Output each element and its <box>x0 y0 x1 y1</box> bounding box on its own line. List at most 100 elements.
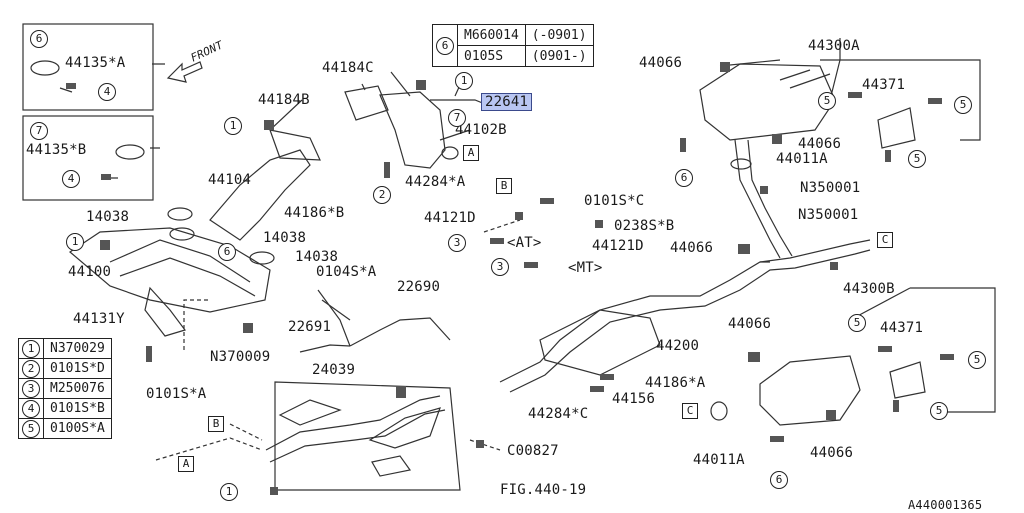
part-44066[interactable]: 44066 <box>670 240 714 256</box>
inset-6-part-label[interactable]: 44135*A <box>65 55 126 71</box>
code-table-range: (-0901) <box>524 24 594 46</box>
part-44066[interactable]: 44066 <box>810 445 854 461</box>
code-table-num: 6 <box>436 36 454 55</box>
figure-reference[interactable]: FIG.440-19 <box>500 482 587 498</box>
connector-B: B <box>496 178 512 194</box>
part-44371[interactable]: 44371 <box>880 320 924 336</box>
part-44200[interactable]: 44200 <box>656 338 700 354</box>
drawing-id: A440001365 <box>908 498 983 512</box>
connector-B: B <box>208 416 224 432</box>
part-44284C[interactable]: 44284*C <box>528 406 589 422</box>
highlighted-part-22641[interactable]: 22641 <box>481 93 533 111</box>
part-0101S-A[interactable]: 0101S*A <box>146 386 207 402</box>
part-44121D[interactable]: 44121D <box>424 210 476 226</box>
legend-code[interactable]: N370029 <box>43 338 112 359</box>
code-table-range: (0901-) <box>524 45 594 67</box>
ref-circle-5: 5 <box>968 351 986 369</box>
part-14038[interactable]: 14038 <box>86 209 130 225</box>
part-0104S-A[interactable]: 0104S*A <box>316 264 377 280</box>
front-arrow-icon <box>166 61 203 83</box>
ref-circle-5: 5 <box>908 150 926 168</box>
part-44284A[interactable]: 44284*A <box>405 174 466 190</box>
ref-circle-1: 1 <box>220 483 238 501</box>
ref-circle-5: 5 <box>930 402 948 420</box>
ref-circle-6: 6 <box>770 471 788 489</box>
part-44102B[interactable]: 44102B <box>455 122 507 138</box>
part-44100[interactable]: 44100 <box>68 264 112 280</box>
part-44300B[interactable]: 44300B <box>843 281 895 297</box>
ref-circle-5: 5 <box>818 92 836 110</box>
part-0238S-B[interactable]: 0238S*B <box>614 218 675 234</box>
part-44186A[interactable]: 44186*A <box>645 375 706 391</box>
part-44066[interactable]: 44066 <box>639 55 683 71</box>
catalyst-44102B <box>379 91 446 169</box>
part-22691[interactable]: 22691 <box>288 319 332 335</box>
legend-code[interactable]: 0101S*D <box>43 358 112 379</box>
ref-circle-1: 1 <box>66 233 84 251</box>
part-0101S-C[interactable]: 0101S*C <box>584 193 645 209</box>
legend-num: 4 <box>22 399 40 418</box>
code-table-code[interactable]: M660014 <box>457 24 526 46</box>
ref-circle-6: 6 <box>218 243 236 261</box>
part-44371[interactable]: 44371 <box>862 77 906 93</box>
part-44186B[interactable]: 44186*B <box>284 205 345 221</box>
inset-7-part-label[interactable]: 44135*B <box>26 142 87 158</box>
ref-circle-3: 3 <box>491 258 509 276</box>
inset-7-frame <box>22 115 154 201</box>
tip-44371-b <box>889 361 926 399</box>
part-14038[interactable]: 14038 <box>263 230 307 246</box>
code-table-code[interactable]: 0105S <box>457 45 526 67</box>
part-44011A[interactable]: 44011A <box>693 452 745 468</box>
ref-circle-1: 1 <box>224 117 242 135</box>
part-44104[interactable]: 44104 <box>208 172 252 188</box>
part-14038[interactable]: 14038 <box>295 249 339 265</box>
legend-code[interactable]: 0100S*A <box>43 418 112 439</box>
ref-circle-2: 2 <box>373 186 391 204</box>
part-24039[interactable]: 24039 <box>312 362 356 378</box>
part-44184B[interactable]: 44184B <box>258 92 310 108</box>
part-N350001[interactable]: N350001 <box>800 180 861 196</box>
inset-7-ref: 4 <box>62 170 80 188</box>
inset-6-frame <box>22 23 154 111</box>
part-44066[interactable]: 44066 <box>728 316 772 332</box>
legend-num: 5 <box>22 419 40 438</box>
ref-circle-3: 3 <box>448 234 466 252</box>
ref-circle-5: 5 <box>954 96 972 114</box>
part-44011A[interactable]: 44011A <box>776 151 828 167</box>
legend-num: 3 <box>22 379 40 398</box>
legend-code[interactable]: M250076 <box>43 378 112 399</box>
part-44131Y[interactable]: 44131Y <box>73 311 125 327</box>
gasket-44184B <box>269 129 321 161</box>
part-N350001[interactable]: N350001 <box>798 207 859 223</box>
part-44066[interactable]: 44066 <box>798 136 842 152</box>
catalyst-44200 <box>539 309 661 376</box>
part-44121D[interactable]: 44121D <box>592 238 644 254</box>
inset-6-ref: 4 <box>98 83 116 101</box>
part-C00827[interactable]: C00827 <box>507 443 559 459</box>
variant-AT: <AT> <box>507 235 542 251</box>
part-44300A[interactable]: 44300A <box>808 38 860 54</box>
part-44156[interactable]: 44156 <box>612 391 656 407</box>
ref-circle-5: 5 <box>848 314 866 332</box>
muffler-44300A <box>699 63 836 141</box>
front-pipe-lower <box>265 395 441 451</box>
connector-C: C <box>682 403 698 419</box>
part-44184C[interactable]: 44184C <box>322 60 374 76</box>
front-pipe-group-frame <box>274 381 461 491</box>
part-N370009[interactable]: N370009 <box>210 349 271 365</box>
connector-A: A <box>463 145 479 161</box>
part-22690[interactable]: 22690 <box>397 279 441 295</box>
ref-circle-7: 7 <box>448 109 466 127</box>
connector-C: C <box>877 232 893 248</box>
gasket-44184C <box>344 85 389 121</box>
legend-code[interactable]: 0101S*B <box>43 398 112 419</box>
inset-6-num: 6 <box>30 30 48 48</box>
ref-circle-6: 6 <box>675 169 693 187</box>
